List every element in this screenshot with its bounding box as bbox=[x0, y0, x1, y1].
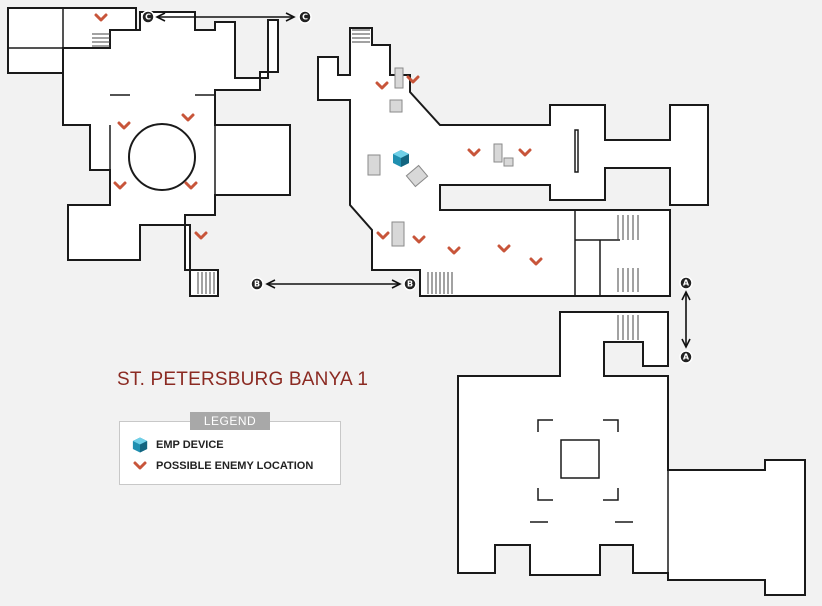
legend-box: EMP DEVICE POSSIBLE ENEMY LOCATION bbox=[119, 421, 341, 485]
crate bbox=[493, 143, 503, 163]
legend-label: EMP DEVICE bbox=[156, 439, 224, 451]
legend-label: POSSIBLE ENEMY LOCATION bbox=[156, 460, 314, 472]
legend-item-emp: EMP DEVICE bbox=[132, 436, 224, 454]
left-wing bbox=[7, 7, 291, 297]
connector-marker-b: B bbox=[403, 277, 417, 291]
connector-marker-b: B bbox=[250, 277, 264, 291]
stairs bbox=[92, 33, 110, 47]
svg-text:B: B bbox=[254, 280, 260, 289]
enemy-chevron-icon bbox=[133, 461, 147, 470]
svg-text:A: A bbox=[683, 353, 690, 362]
lower-wing bbox=[457, 311, 806, 596]
legend-header: LEGEND bbox=[190, 412, 270, 430]
svg-text:A: A bbox=[683, 279, 690, 288]
connector-marker-a: A bbox=[679, 350, 693, 364]
connector-marker-a: A bbox=[679, 276, 693, 290]
connector-c: C C bbox=[141, 10, 312, 24]
svg-text:C: C bbox=[302, 13, 308, 22]
legend-item-enemy: POSSIBLE ENEMY LOCATION bbox=[132, 460, 313, 472]
svg-text:C: C bbox=[145, 13, 151, 22]
emp-device-icon bbox=[132, 437, 148, 453]
connector-a: A A bbox=[679, 276, 693, 364]
connector-marker-c: C bbox=[141, 10, 155, 24]
enemy-chevron-icon bbox=[194, 231, 208, 240]
map-title: ST. PETERSBURG BANYA 1 bbox=[117, 369, 369, 390]
crate bbox=[367, 154, 381, 176]
connector-marker-c: C bbox=[298, 10, 312, 24]
stairs bbox=[352, 29, 639, 294]
crate bbox=[405, 164, 429, 188]
connector-b: B B bbox=[250, 277, 417, 291]
crate bbox=[503, 157, 514, 167]
center-wing bbox=[317, 27, 709, 297]
crate bbox=[389, 99, 403, 113]
crate bbox=[391, 221, 405, 247]
svg-text:B: B bbox=[407, 280, 413, 289]
crate bbox=[394, 67, 404, 89]
stairs bbox=[197, 272, 215, 294]
stairs bbox=[617, 315, 639, 340]
